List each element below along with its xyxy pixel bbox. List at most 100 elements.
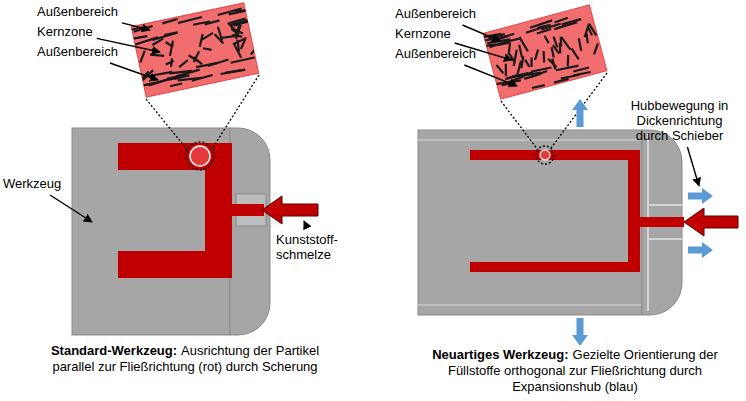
leader-line <box>687 147 699 186</box>
fibre <box>174 75 187 79</box>
plate-joint <box>418 304 642 306</box>
fibre <box>207 59 229 66</box>
fibre <box>589 27 592 35</box>
fibre <box>221 69 246 75</box>
zoom-spot <box>190 146 210 166</box>
fibre <box>525 59 529 67</box>
standard-tool <box>72 75 318 335</box>
fibre <box>167 75 190 80</box>
layer-label: Außenbereich <box>395 46 476 61</box>
fibre <box>164 32 177 35</box>
fibre <box>513 61 524 76</box>
fibre <box>506 42 514 55</box>
fibre <box>197 34 205 47</box>
sprue <box>230 204 264 216</box>
fibre <box>541 51 546 63</box>
fibre <box>135 83 155 88</box>
leader-lines <box>50 23 699 228</box>
cavity <box>470 262 640 272</box>
sprue <box>640 217 684 227</box>
fibre <box>519 45 523 58</box>
zoom-line <box>501 101 538 150</box>
leader-line <box>110 63 158 80</box>
stroke-arrow <box>572 318 588 346</box>
fibre <box>138 51 147 63</box>
fibre <box>533 49 541 60</box>
tool-plate <box>230 128 270 335</box>
fibre <box>589 23 596 37</box>
fibre <box>193 21 210 25</box>
leader-line <box>122 23 150 30</box>
fibre <box>239 37 248 49</box>
caption-block: Neuartiges Werkzeug:Gezielte Orientierun… <box>412 347 738 395</box>
fibre <box>203 47 212 52</box>
fibre <box>571 47 578 60</box>
novel-tool <box>418 73 738 346</box>
fibre <box>497 42 509 46</box>
layer-label: Außenbereich <box>37 4 118 19</box>
fibre <box>152 39 164 45</box>
annotation-label: Hubbewegung in Dickenrichtung durch Schi… <box>622 98 737 143</box>
layer-label: Außenbereich <box>37 44 118 59</box>
fibre <box>193 56 202 66</box>
layer-label: Kernzone <box>395 26 451 41</box>
fibre <box>592 43 601 54</box>
zoom-line <box>212 75 259 149</box>
fibre <box>548 57 556 69</box>
fibre <box>503 64 509 76</box>
fibre <box>573 67 589 71</box>
fibre <box>166 41 174 49</box>
caption-heading: Standard-Werkzeug: <box>51 343 177 358</box>
fibre <box>232 28 239 35</box>
fibre <box>231 58 255 63</box>
leader-line <box>464 65 517 86</box>
fibre-group <box>131 3 258 94</box>
fibre <box>150 52 164 59</box>
layer-label: Außenbereich <box>395 6 476 21</box>
fibre <box>233 25 242 36</box>
fibre <box>133 36 147 39</box>
leader-line <box>50 195 92 222</box>
slider-joint <box>648 238 682 240</box>
melt-arrow <box>262 196 318 224</box>
zoom-box <box>121 1 268 100</box>
fibre <box>250 48 257 55</box>
fibre <box>169 69 192 76</box>
fibre <box>545 35 549 44</box>
fibre <box>230 20 247 25</box>
fibre <box>225 69 242 73</box>
fibre <box>578 38 582 50</box>
fibre <box>532 85 545 89</box>
stroke-arrow <box>688 242 713 258</box>
zoom-ring <box>536 146 554 164</box>
cavity <box>470 150 640 160</box>
zoom-line <box>146 99 189 152</box>
stroke-arrow <box>688 188 713 204</box>
fibre <box>538 24 551 28</box>
fibre <box>561 36 570 51</box>
cavity <box>628 150 640 272</box>
fibre <box>162 19 178 23</box>
cavity <box>118 251 232 278</box>
fibre <box>509 53 514 63</box>
fibre <box>531 66 552 73</box>
fibre <box>234 43 241 59</box>
fibre <box>554 79 569 83</box>
tool-body <box>418 130 642 315</box>
fibre <box>178 17 202 23</box>
fibre-group <box>483 9 605 99</box>
fibre <box>218 26 222 40</box>
zoom-box <box>474 5 606 101</box>
caption-heading: Neuartiges Werkzeug: <box>432 347 568 362</box>
layer-label: Kernzone <box>37 24 93 39</box>
caption-block: Standard-Werkzeug:Ausrichtung der Partik… <box>40 343 330 375</box>
fibre <box>558 43 563 54</box>
leader-line <box>462 25 500 41</box>
zoom-views <box>121 1 606 102</box>
part-label: Werkzeug <box>3 176 61 191</box>
leader-line <box>304 221 307 228</box>
fibre <box>562 19 581 24</box>
annotation-label: Kunststoff- schmelze <box>276 232 356 262</box>
fibre <box>551 47 554 57</box>
